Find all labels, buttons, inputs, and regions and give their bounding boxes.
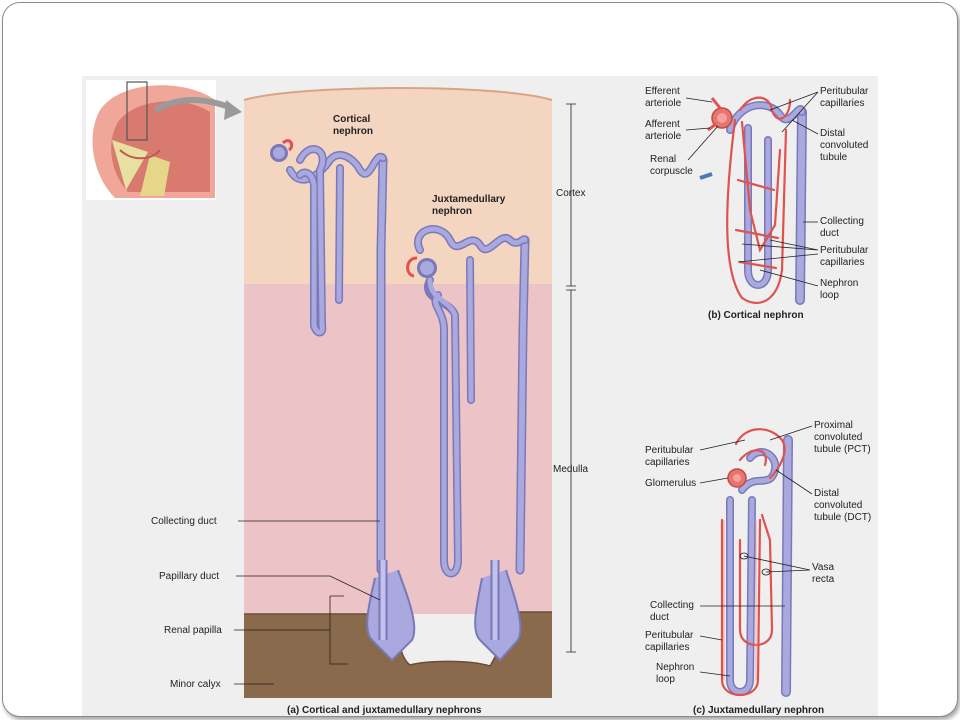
papillary-ducts xyxy=(366,560,522,662)
leader-peritubular-capillaries-top-c xyxy=(699,439,746,451)
juxtamedullary-nephron xyxy=(406,225,530,578)
label-cortex: Cortex xyxy=(556,188,585,199)
label-glomerulus: Glomerulus xyxy=(645,478,696,489)
kidney-thumbnail xyxy=(86,80,242,200)
caption-panel-a: (a) Cortical and juxtamedullary nephrons xyxy=(287,705,482,716)
leader-distal-convoluted-tubule-b xyxy=(791,119,819,135)
leader-glomerulus xyxy=(699,477,729,484)
leader-renal-corpuscle xyxy=(687,125,719,161)
label-renal-papilla: Renal papilla xyxy=(164,625,222,636)
leader-peritubular-capillaries-mid-b xyxy=(737,239,819,263)
leader-vasa-recta xyxy=(743,555,811,573)
label-medulla: Medulla xyxy=(553,464,588,475)
leader-peritubular-capillaries-bottom-c xyxy=(699,635,723,641)
label-collecting-duct: Collecting duct xyxy=(151,516,217,527)
leader-nephron-loop-c xyxy=(699,671,731,677)
leader-nephron-loop-b xyxy=(759,269,819,287)
leader-peritubular-capillaries-top-b xyxy=(769,91,819,133)
cortex-region xyxy=(244,88,552,284)
caption-panel-c: (c) Juxtamedullary nephron xyxy=(693,705,824,716)
cortical-nephron xyxy=(270,139,388,575)
label-minor-calyx: Minor calyx xyxy=(170,679,221,690)
leader-distal-convoluted-tubule-c xyxy=(775,469,813,495)
juxtamedullary-nephron-detail xyxy=(720,428,793,697)
caption-panel-b: (b) Cortical nephron xyxy=(708,310,804,321)
label-papillary-duct: Papillary duct xyxy=(159,571,219,582)
leader-afferent-arteriole xyxy=(685,127,711,131)
medulla-region xyxy=(244,284,552,614)
leader-proximal-convoluted-tubule xyxy=(769,425,813,441)
leader-efferent-arteriole xyxy=(685,97,713,103)
region-bracket xyxy=(566,103,576,653)
leader-papillary-duct xyxy=(236,575,381,601)
cortical-nephron-detail xyxy=(699,96,807,305)
leader-renal-papilla xyxy=(234,595,348,665)
